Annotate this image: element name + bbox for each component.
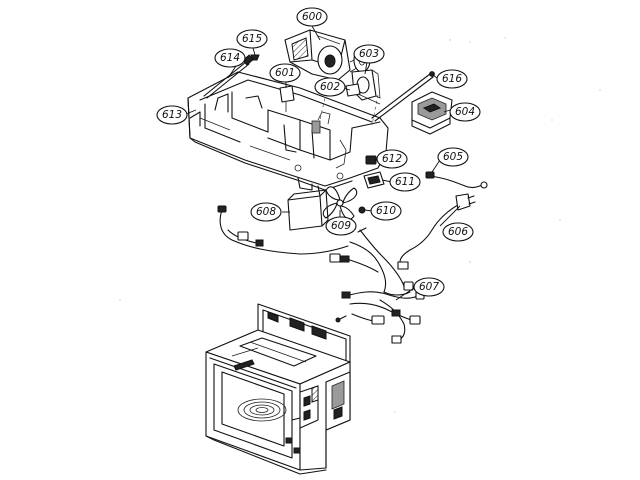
part-602-clip [345,83,381,105]
callout-604-bubble [449,102,481,122]
rod-614 [203,54,254,99]
callout-612-label: 612 [382,153,402,165]
callout-611-bubble [389,172,421,192]
callout-616-bubble [436,69,468,89]
callout-607-label: 607 [419,281,439,293]
callout-610-bubble [370,201,402,221]
callout-610: 610 [370,201,402,221]
part-601-stirrer [279,85,295,112]
callout-600-label: 600 [302,11,322,23]
callout-615-label: 615 [242,33,262,45]
control-module [411,91,453,135]
callout-605: 605 [437,147,469,167]
callout-612: 612 [376,149,408,169]
callout-605-bubble [437,147,469,167]
callout-609-label: 609 [331,220,351,232]
callout-603-bubble [353,44,385,64]
callout-610-label: 610 [376,205,396,217]
wire-harness-left [217,205,349,255]
callout-600-bubble [296,7,328,27]
callout-606-bubble [442,222,474,242]
callout-601: 601 [269,63,301,83]
relay-611 [363,171,385,189]
callout-615-bubble [236,29,268,49]
callout-603-label: 603 [359,48,379,60]
scan-specks [119,37,601,413]
screw-610 [358,206,366,214]
callout-615: 615 [236,29,268,49]
callout-603: 603 [353,44,385,64]
callout-614-bubble [214,48,246,68]
callout-608: 608 [250,202,282,222]
callout-606: 606 [442,222,474,242]
callout-604-label: 604 [455,106,475,118]
fan-blade [322,186,358,220]
callout-614-label: 614 [220,52,240,64]
oven-cabinet [205,303,351,475]
callout-607: 607 [413,277,445,297]
callout-609-bubble [325,216,357,236]
callout-616-label: 616 [442,73,462,85]
callout-611: 611 [389,172,421,192]
callout-611-label: 611 [395,176,415,188]
callout-602: 602 [314,77,346,97]
callout-608-bubble [250,202,282,222]
callout-613-label: 613 [162,109,182,121]
callout-607-bubble [413,277,445,297]
callout-600: 600 [296,7,328,27]
callout-614: 614 [214,48,246,68]
callout-609: 609 [325,216,357,236]
callout-602-label: 602 [320,81,340,93]
callout-604: 604 [449,102,481,122]
base-plate-assembly [187,71,389,197]
callout-616: 616 [436,69,468,89]
callout-601-bubble [269,63,301,83]
thermal-wire [425,171,488,189]
callout-605-label: 605 [443,151,463,163]
callout-602-bubble [314,77,346,97]
callout-606-label: 606 [448,226,468,238]
callout-613-bubble [156,105,188,125]
callout-601-label: 601 [275,67,295,79]
cover-608 [287,189,329,231]
wire-harness-main [329,227,425,344]
callout-612-bubble [376,149,408,169]
callout-608-label: 608 [256,206,276,218]
screw-615 [250,54,260,61]
callout-613: 613 [156,105,188,125]
